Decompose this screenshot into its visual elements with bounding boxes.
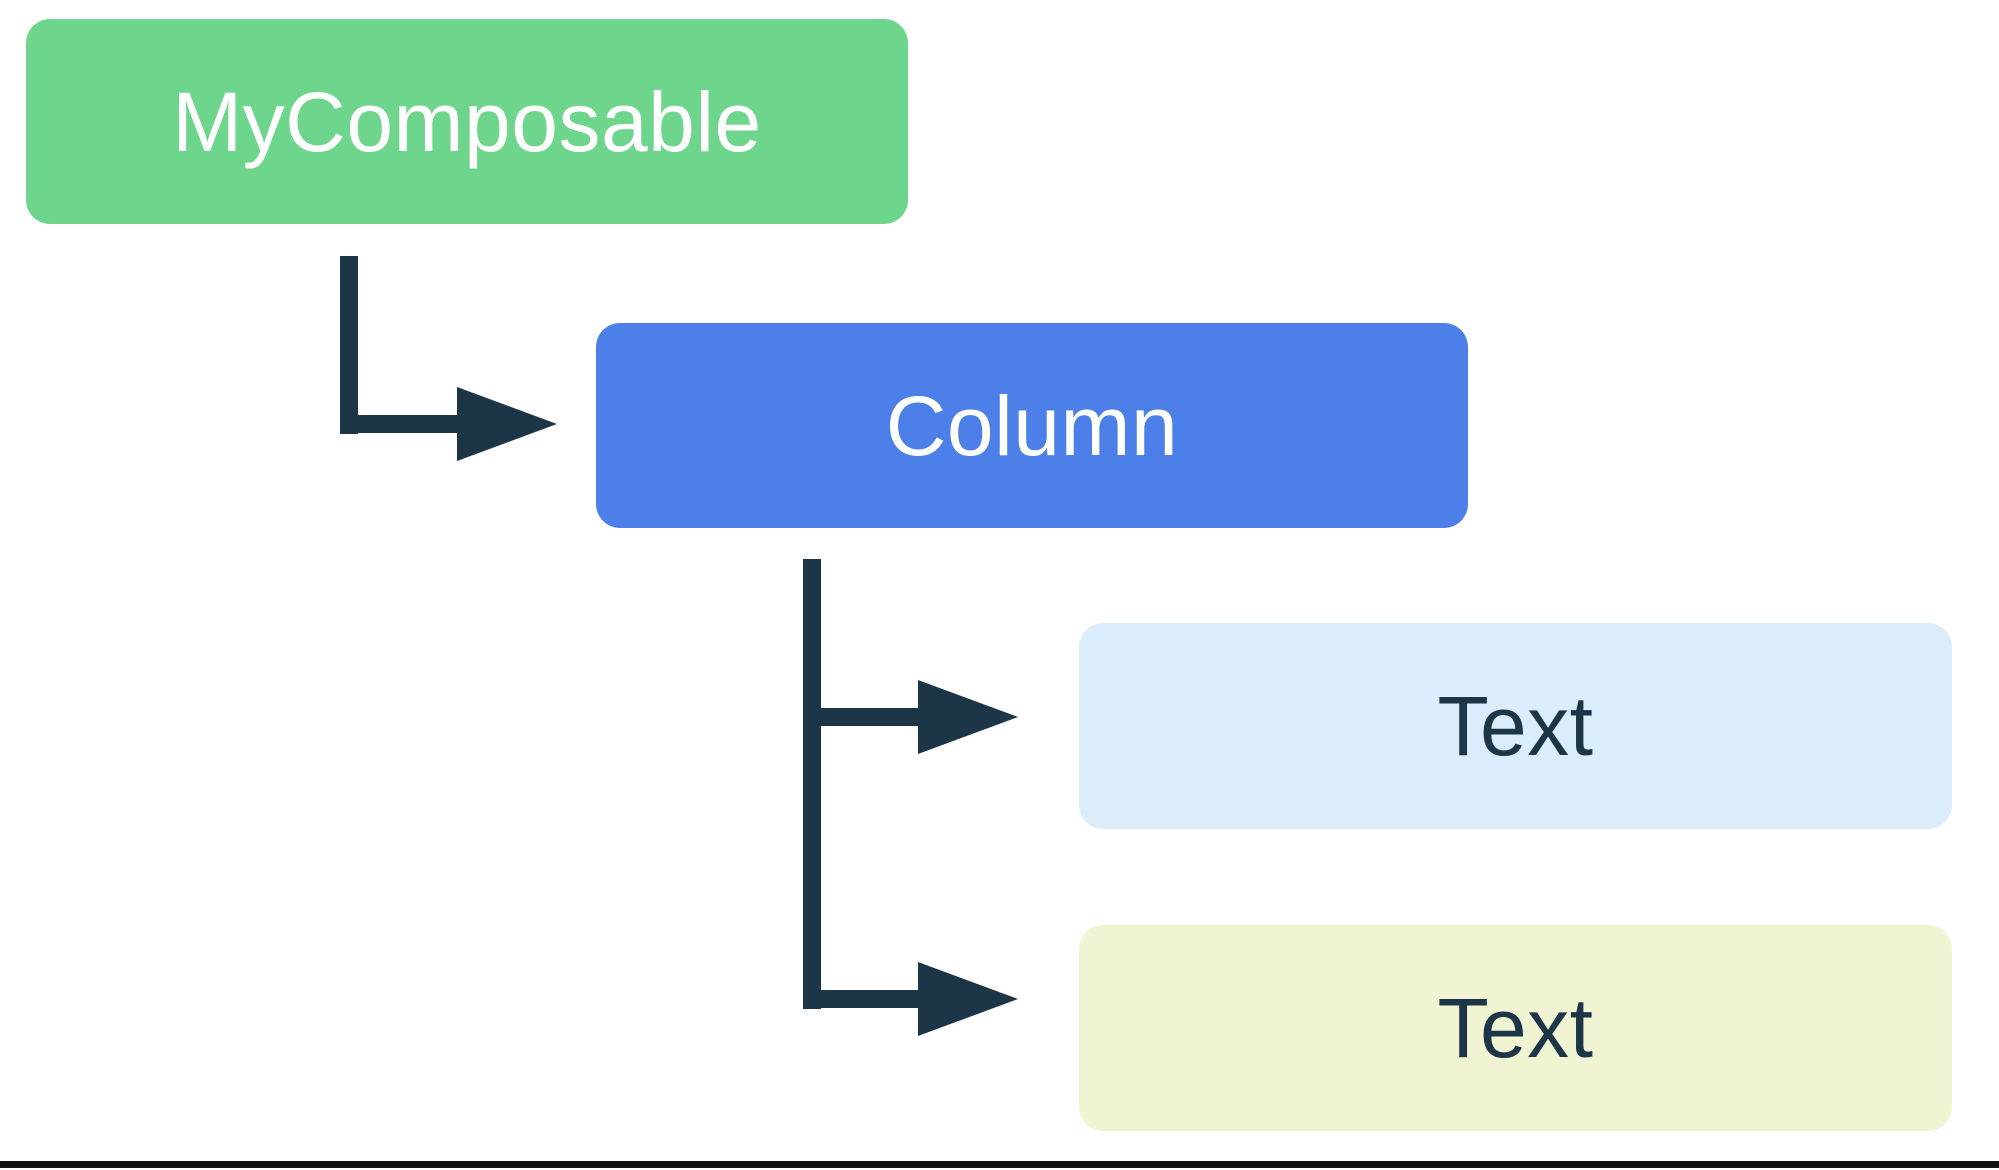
arrowhead-right-icon	[918, 962, 1018, 1036]
node-text-first-label: Text	[1437, 679, 1594, 773]
connector-column-text1-horizontal	[803, 708, 931, 726]
arrowhead-right-icon	[457, 387, 557, 461]
node-text-second-label: Text	[1437, 981, 1594, 1075]
connector-column-children-vertical	[803, 559, 821, 1009]
connector-mycomposable-column-vertical	[340, 256, 358, 434]
node-column-label: Column	[885, 378, 1179, 473]
node-column: Column	[596, 323, 1468, 528]
connector-mycomposable-column-horizontal	[340, 415, 470, 433]
node-mycomposable-label: MyComposable	[172, 74, 762, 169]
bottom-border	[0, 1161, 1999, 1168]
connector-column-text2-horizontal	[803, 990, 931, 1008]
node-text-first: Text	[1079, 623, 1952, 829]
node-text-second: Text	[1079, 925, 1952, 1131]
arrowhead-right-icon	[918, 680, 1018, 754]
node-mycomposable: MyComposable	[26, 19, 908, 224]
